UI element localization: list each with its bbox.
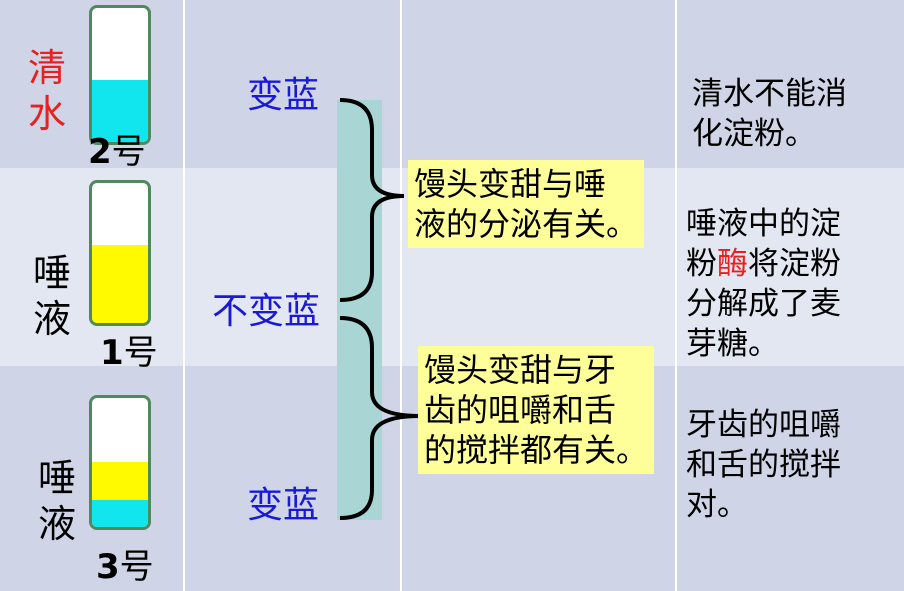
cyan-liquid	[92, 80, 148, 142]
tube-number-digit: 1	[100, 333, 124, 373]
column-divider	[183, 0, 185, 591]
sample-label-saliva: 唾 液	[33, 251, 72, 341]
upper-brace	[339, 98, 405, 302]
conclusion-enzyme-suffix: 将淀粉 分解成了麦 芽糖。	[686, 246, 841, 362]
conclusion-water: 清水不能消 化淀粉。	[692, 76, 847, 152]
result-turns-blue: 变蓝	[247, 485, 320, 526]
sample-label-saliva: 唾 液	[38, 456, 77, 546]
column-divider	[675, 0, 677, 591]
tube-number-suffix: 号	[111, 132, 146, 172]
tube-number-digit: 3	[96, 547, 120, 587]
tube-number-digit: 2	[88, 132, 112, 172]
conclusion-enzyme-prefix: 唾液中的淀 粉	[686, 206, 841, 282]
yellow-liquid	[92, 462, 148, 500]
tube-number-2: 2号	[88, 132, 146, 172]
comparison-box-saliva: 馒头变甜与唾 液的分泌有关。	[408, 160, 645, 248]
result-turns-blue: 变蓝	[247, 75, 320, 116]
brace-connector-band	[337, 100, 382, 520]
result-not-blue: 不变蓝	[212, 291, 321, 332]
sample-label-water: 清 水	[28, 46, 67, 136]
tube-number-suffix: 号	[123, 333, 158, 373]
conclusion-enzyme: 唾液中的淀 粉酶将淀粉 分解成了麦 芽糖。	[686, 204, 841, 364]
tube-number-1: 1号	[100, 333, 158, 373]
enzyme-highlight: 酶	[717, 246, 748, 282]
conclusion-chewing: 牙齿的咀嚼 和舌的搅拌 对。	[686, 407, 841, 523]
cyan-liquid	[92, 500, 148, 527]
test-tube-3	[89, 395, 151, 530]
test-tube-2	[89, 5, 151, 145]
comparison-box-chewing: 馒头变甜与牙 齿的咀嚼和舌 的搅拌都有关。	[418, 346, 655, 474]
test-tube-1	[89, 180, 151, 326]
tube-number-3: 3号	[96, 547, 154, 587]
yellow-liquid	[92, 245, 148, 323]
tube-number-suffix: 号	[119, 547, 154, 587]
column-divider	[400, 0, 402, 591]
